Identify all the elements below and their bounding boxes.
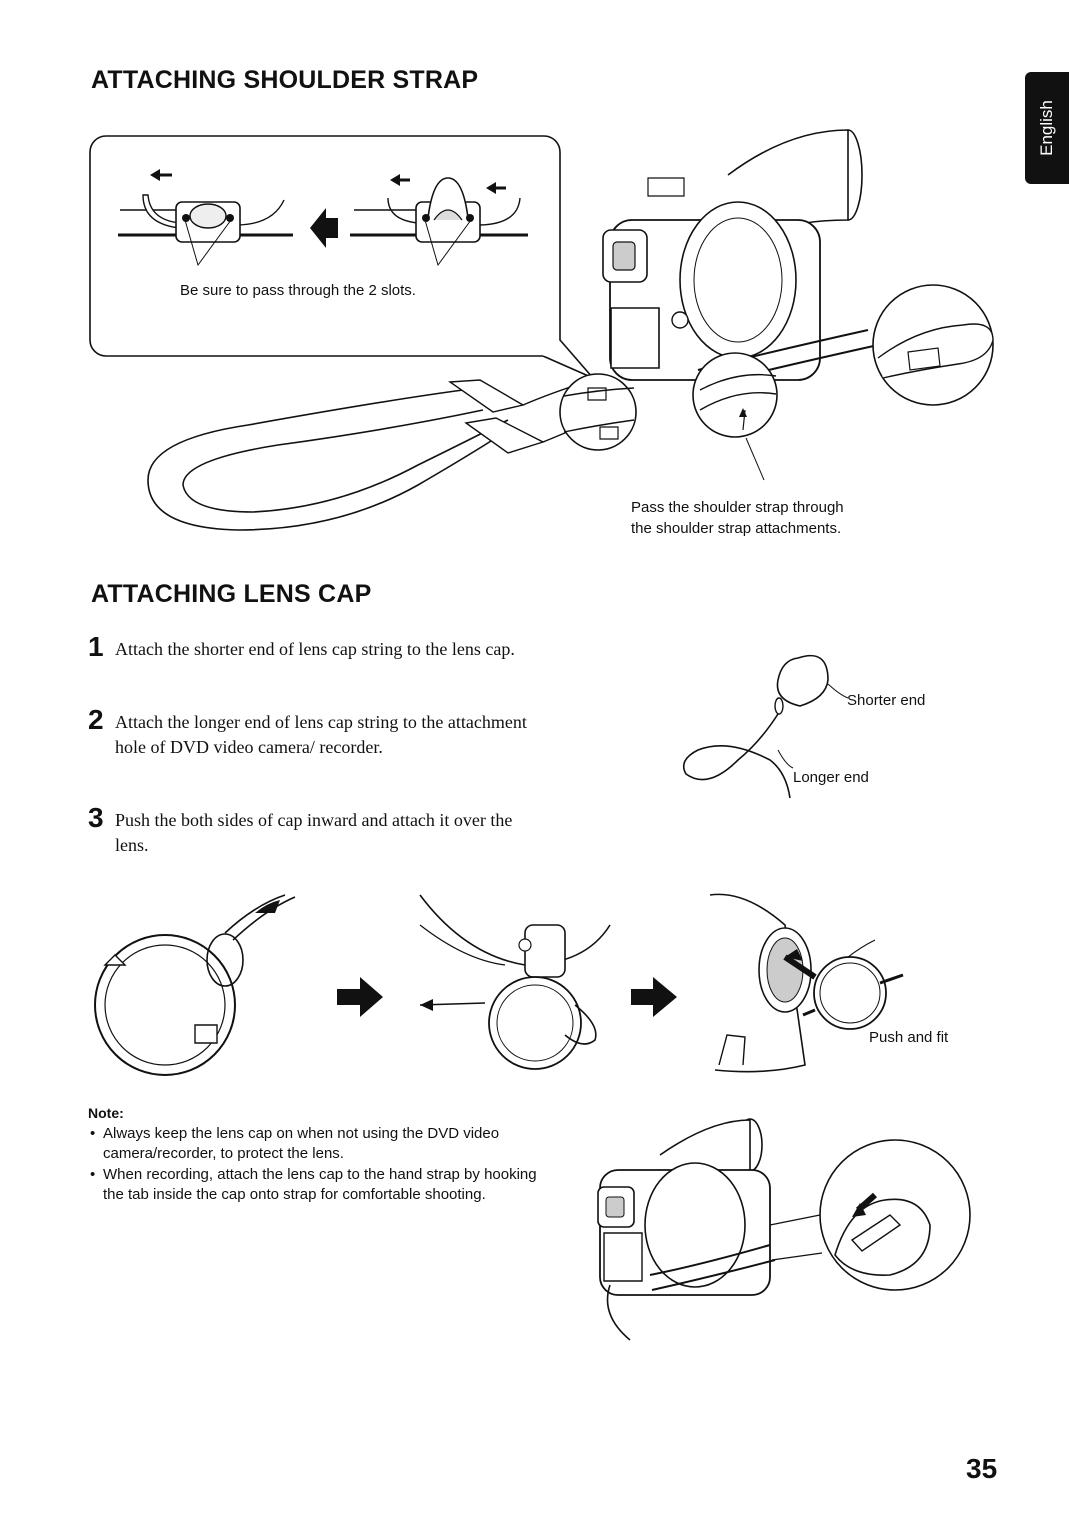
push-fit-label: Push and fit [869, 1029, 949, 1046]
shoulder-strap-icon [148, 375, 618, 530]
shoulder-strap-heading: ATTACHING SHOULDER STRAP [91, 66, 479, 94]
shorter-end-label: Shorter end [847, 692, 926, 709]
attachment-zoom-left [560, 374, 636, 450]
buckle-right-icon [350, 174, 528, 265]
step-3: 3 Push the both sides of cap inward and … [88, 802, 538, 858]
note-item: Always keep the lens cap on when not usi… [88, 1124, 543, 1164]
language-tab-label: English [1037, 100, 1056, 156]
step-2-text: Attach the longer end of lens cap string… [115, 712, 527, 757]
attachment-caption-line1: Pass the shoulder strap through [631, 499, 844, 516]
note-item: When recording, attach the lens cap to t… [88, 1165, 543, 1205]
next-arrow-icon [337, 977, 383, 1017]
step-2: 2 Attach the longer end of lens cap stri… [88, 704, 538, 760]
lens-cap-heading: ATTACHING LENS CAP [91, 580, 372, 608]
hand-strap-illustration [590, 1115, 980, 1345]
page-number: 35 [966, 1453, 998, 1484]
attachment-caption-line2: the shoulder strap attachments. [631, 520, 842, 537]
step-3-text: Push the both sides of cap inward and at… [115, 810, 513, 855]
lens-cap-string-illustration [678, 650, 958, 800]
lens-cap-icon [95, 895, 295, 1075]
camera-lens-cap-icon [420, 895, 610, 1069]
direction-arrow-icon [310, 208, 338, 248]
step-2-number: 2 [88, 704, 104, 735]
language-tab: English [1025, 72, 1069, 184]
next-arrow-icon-2 [631, 977, 677, 1017]
note-list: Always keep the lens cap on when not usi… [88, 1124, 543, 1205]
step-1-number: 1 [88, 631, 104, 662]
buckle-left-icon [118, 169, 293, 265]
note-block: Note: Always keep the lens cap on when n… [88, 1103, 543, 1206]
step-1: 1 Attach the shorter end of lens cap str… [88, 631, 538, 662]
note-title: Note: [88, 1105, 124, 1121]
step-1-text: Attach the shorter end of lens cap strin… [115, 639, 515, 659]
slot-caption: Be sure to pass through the 2 slots. [180, 282, 416, 299]
push-fit-cap-icon [710, 894, 903, 1071]
shoulder-strap-illustration [88, 120, 1018, 560]
step-3-number: 3 [88, 802, 104, 833]
longer-end-label: Longer end [793, 769, 869, 786]
camera-icon [603, 130, 878, 388]
lens-cap-sequence-illustration [85, 885, 985, 1085]
